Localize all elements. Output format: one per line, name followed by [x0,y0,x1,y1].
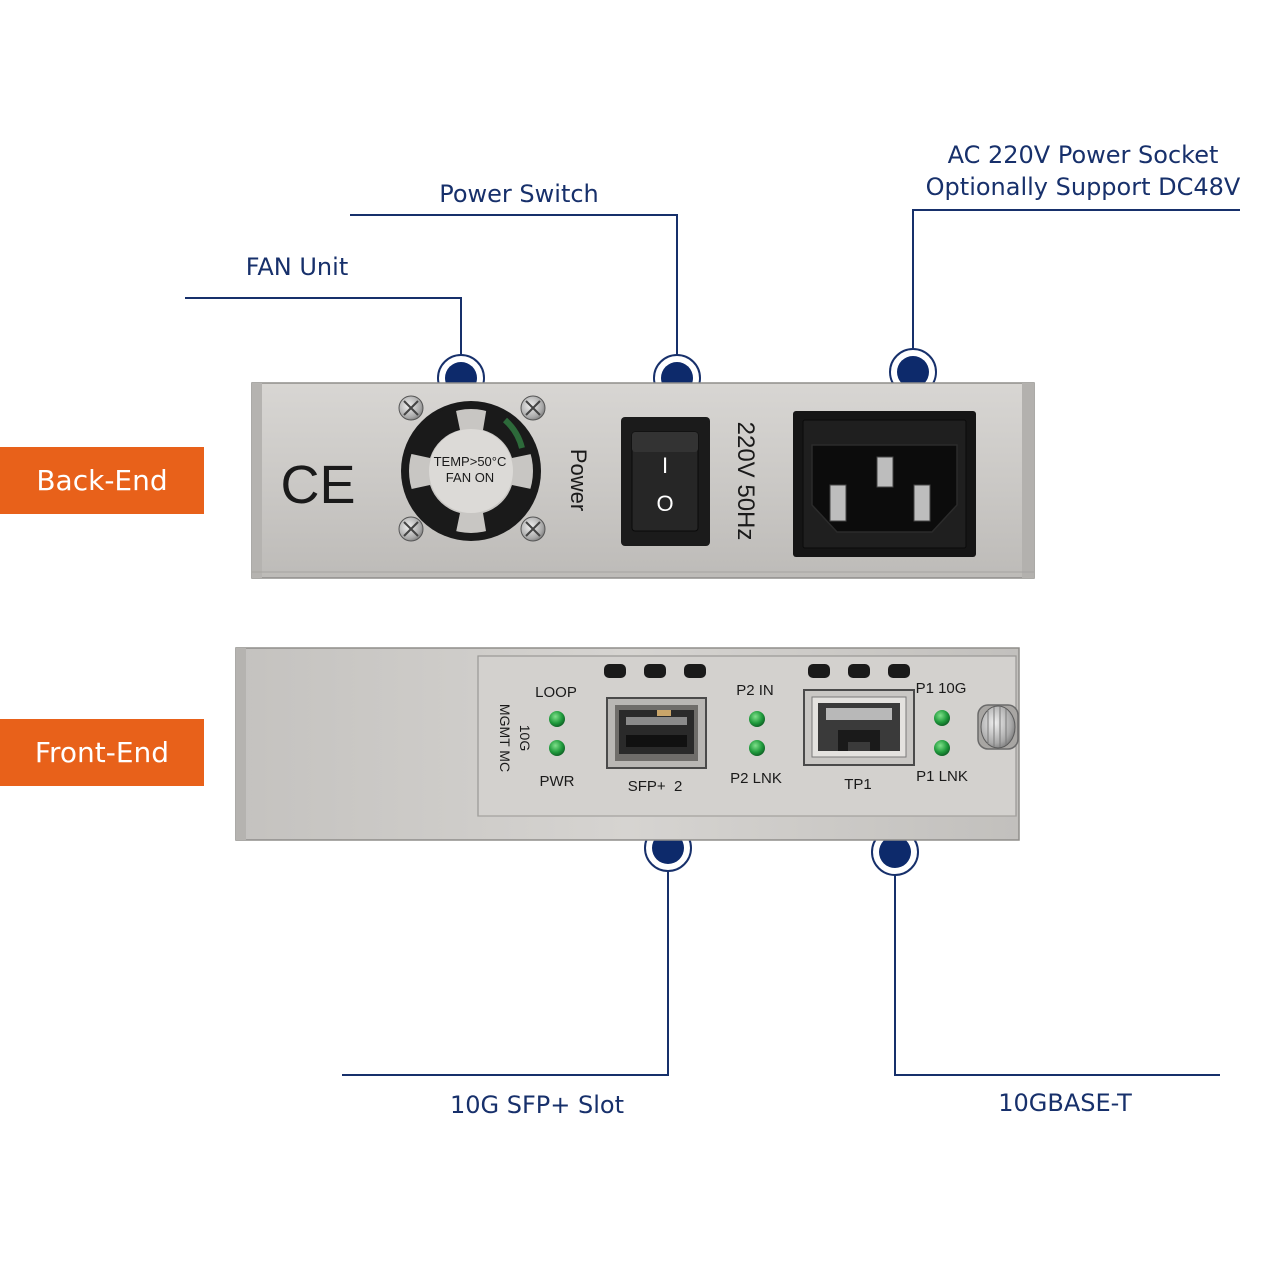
switch-off-symbol: O [656,491,673,516]
ce-mark: CE [280,455,355,515]
vent-slots [604,664,910,678]
led-p1-10g [934,710,950,726]
led-p2-lnk-label: P2 LNK [730,770,782,787]
fan-callout-label: FAN Unit [246,253,348,281]
front-end-tag-label: Front-End [35,736,169,769]
fan-temp-label: TEMP>50°C [434,454,507,469]
sfp-plus-cage[interactable] [606,697,707,769]
led-p2-lnk [749,740,765,756]
ac-socket-callout-line1: AC 220V Power Socket [948,141,1219,169]
led-p2-in [749,711,765,727]
fan-screw-bottom-right [520,516,546,542]
led-pwr [549,740,565,756]
fan-screw-top-right [520,395,546,421]
model-label-mgmt-mc: MGMT MC [497,704,513,772]
tp-port-label: TP1 [844,776,872,793]
power-switch-leader-line [350,214,678,378]
front-end-tag: Front-End [0,719,204,786]
led-p2-in-label: P2 IN [736,682,774,699]
power-label: Power [566,449,591,511]
led-p1-lnk-label: P1 LNK [916,768,968,785]
voltage-label: 220V 50Hz [732,422,759,541]
thumb-screw[interactable] [977,704,1019,750]
back-end-tag-label: Back-End [36,464,167,497]
ac-socket-leader-line [912,209,1240,372]
fan-screw-top-left [398,395,424,421]
back-panel: CE TEMP>50°C FAN ON [251,382,1035,579]
led-loop [549,711,565,727]
model-label-10g: 10G [517,725,533,751]
fan-screw-bottom-left [398,516,424,542]
sfp-port-label: SFP+ 2 [628,778,683,795]
fan-leader-line [185,297,462,378]
led-p1-10g-label: P1 10G [916,680,967,697]
tp-port-leader-line [894,852,1220,1076]
tp-port-callout-label: 10GBASE-T [998,1089,1132,1117]
ac-power-socket[interactable] [793,411,976,557]
sfp-slot-leader-line [342,848,669,1076]
sfp-slot-callout-label: 10G SFP+ Slot [450,1091,624,1119]
fan-unit: TEMP>50°C FAN ON [401,401,541,541]
back-end-tag: Back-End [0,447,204,514]
fan-on-label: FAN ON [446,470,494,485]
rj45-tp1-port[interactable] [803,689,915,766]
led-p1-lnk [934,740,950,756]
power-rocker-switch[interactable]: I O [621,417,710,546]
led-pwr-label: PWR [540,773,575,790]
callout-lines [185,209,1240,1076]
led-loop-label: LOOP [535,684,577,701]
switch-on-symbol: I [662,453,668,478]
front-panel: 10G MGMT MC LOOP PWR SFP+ 2 P2 IN P2 LNK [235,647,1020,841]
power-switch-callout-label: Power Switch [439,180,599,208]
ac-socket-callout-line2: Optionally Support DC48V [926,173,1241,201]
